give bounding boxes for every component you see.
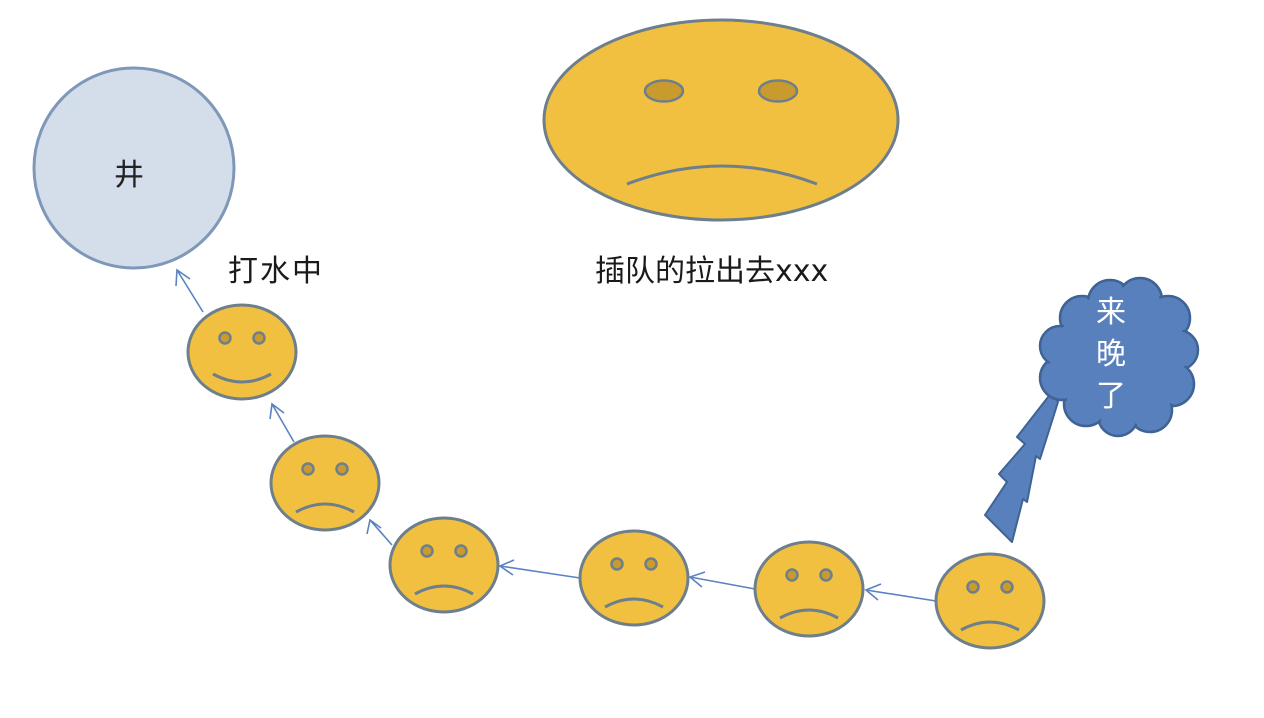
late-bubble-line: 了 [1096, 379, 1126, 414]
arrowhead-icon [269, 402, 285, 420]
arrowhead-icon [864, 583, 882, 601]
queue-arrows [175, 268, 937, 602]
sad-face-icon [269, 434, 381, 532]
arrow-face1-to-well [176, 269, 204, 313]
well-label: 井 [114, 158, 144, 193]
sad-face-icon [934, 552, 1046, 650]
late-bubble-line: 晚 [1096, 337, 1126, 372]
big-sad-face-icon [542, 18, 900, 222]
late-bubble-line: 来 [1096, 295, 1126, 330]
arrowhead-icon [498, 559, 515, 576]
big-face-caption: 插队的拉出去xxx [595, 254, 829, 289]
late-bubble-text: 来 晚 了 [1094, 292, 1128, 418]
drawing-water-label: 打水中 [228, 254, 324, 289]
sad-face-icon [753, 540, 865, 638]
sad-face-icon [578, 529, 690, 627]
lightning-tail-icon [984, 391, 1059, 543]
thought-cloud-icon [1038, 276, 1200, 438]
arrowhead-icon [366, 518, 382, 535]
sad-face-icon [388, 516, 500, 614]
well-circle [32, 66, 236, 270]
arrowhead-icon [175, 268, 191, 287]
happy-face-icon [186, 303, 298, 401]
arrowhead-icon [688, 571, 706, 588]
